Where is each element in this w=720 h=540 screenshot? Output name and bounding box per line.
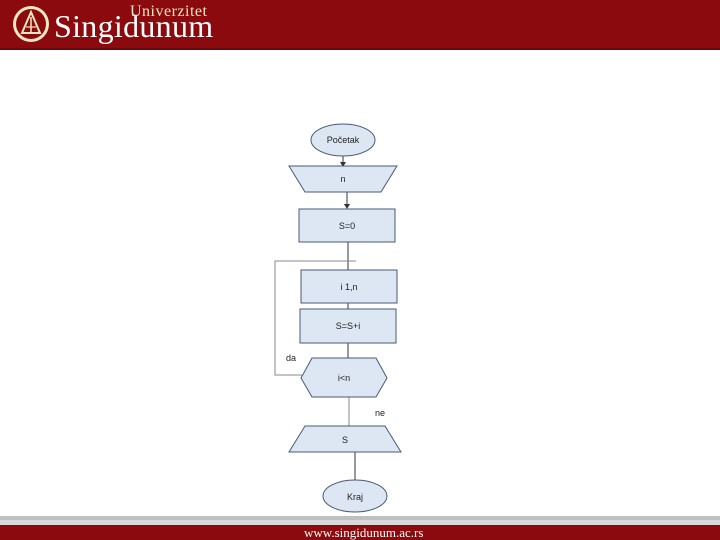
no-label: ne bbox=[375, 408, 385, 418]
footer-divider bbox=[0, 516, 720, 520]
output-shape bbox=[288, 425, 402, 453]
logo-university-text: Univerzitet bbox=[130, 3, 208, 20]
condition-decision bbox=[300, 357, 388, 398]
start-terminal bbox=[310, 123, 376, 157]
university-emblem-icon bbox=[13, 6, 49, 42]
footer-band bbox=[0, 525, 720, 540]
body-label: S=S+i bbox=[336, 321, 361, 331]
loop-label: i 1,n bbox=[340, 282, 357, 292]
logo-name-text: Singidunum bbox=[54, 8, 214, 44]
footer-url-link[interactable]: www.singidunum.ac.rs bbox=[304, 525, 424, 540]
end-terminal bbox=[322, 479, 388, 513]
loop-back-connector bbox=[274, 260, 356, 376]
yes-label: da bbox=[286, 353, 296, 363]
arrow-head bbox=[340, 162, 346, 167]
input-label: n bbox=[340, 174, 345, 184]
footer-divider bbox=[0, 520, 720, 525]
loop-process bbox=[300, 269, 398, 304]
init-process bbox=[298, 208, 396, 243]
end-label: Kraj bbox=[347, 492, 363, 502]
input-shape bbox=[288, 165, 398, 193]
output-label: S bbox=[342, 435, 348, 445]
body-process bbox=[299, 308, 397, 344]
header-bar: Univerzitet Singidunum bbox=[0, 0, 720, 50]
start-label: Početak bbox=[327, 135, 360, 145]
init-label: S=0 bbox=[339, 221, 355, 231]
footer-bar: www.singidunum.ac.rs bbox=[0, 516, 720, 540]
arrow-head bbox=[344, 204, 350, 209]
condition-label: i<n bbox=[338, 373, 350, 383]
